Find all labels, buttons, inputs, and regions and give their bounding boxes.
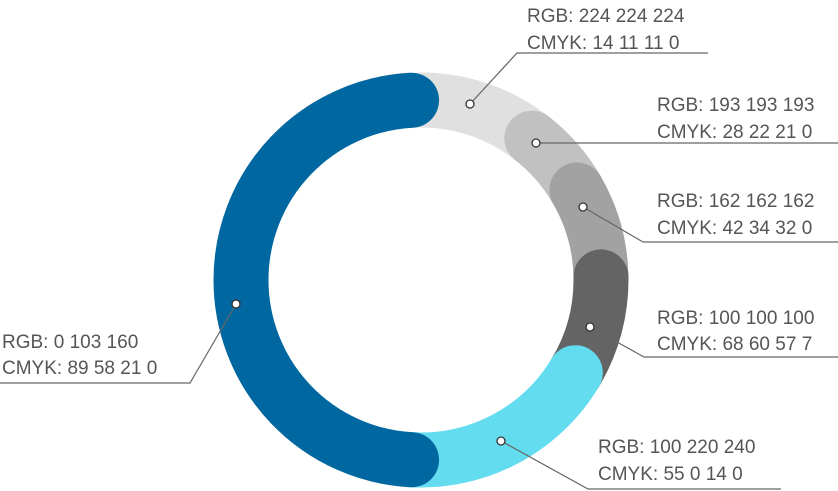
label-silver-rgb: RGB: 193 193 193: [657, 95, 814, 116]
ring-segment-blue: [213, 72, 440, 488]
label-light-gray-rgb: RGB: 224 224 224: [527, 6, 685, 27]
leader-line-dark-gray: [589, 326, 838, 358]
label-mid-gray-cmyk: CMYK: 42 34 32 0: [657, 218, 812, 239]
marker-dot-mid-gray: [578, 202, 588, 212]
leader-lines: [0, 52, 838, 490]
label-cyan-rgb: RGB: 100 220 240: [598, 437, 755, 458]
label-silver-cmyk: CMYK: 28 22 21 0: [657, 122, 812, 143]
marker-dot-cyan: [496, 436, 506, 446]
marker-dot-blue: [231, 299, 241, 309]
leader-line-mid-gray: [582, 206, 838, 243]
label-dark-gray-rgb: RGB: 100 100 100: [657, 308, 814, 329]
label-blue-rgb: RGB: 0 103 160: [2, 332, 138, 353]
leader-line-cyan: [500, 440, 781, 490]
label-mid-gray-rgb: RGB: 162 162 162: [657, 191, 814, 212]
ring-segment-cyan: [384, 345, 603, 488]
leader-line-blue: [0, 303, 237, 384]
label-blue-cmyk: CMYK: 89 58 21 0: [2, 358, 157, 379]
marker-dot-dark-gray: [585, 322, 595, 332]
labels: RGB: 224 224 224 CMYK: 14 11 11 0 RGB: 1…: [2, 6, 814, 485]
marker-dot-light-gray: [465, 99, 475, 109]
label-dark-gray-cmyk: CMYK: 68 60 57 7: [657, 334, 812, 355]
donut-ring: [213, 72, 629, 488]
label-cyan-cmyk: CMYK: 55 0 14 0: [598, 464, 743, 485]
leader-line-light-gray: [469, 52, 708, 105]
label-light-gray-cmyk: CMYK: 14 11 11 0: [527, 33, 679, 54]
marker-dot-silver: [531, 138, 541, 148]
